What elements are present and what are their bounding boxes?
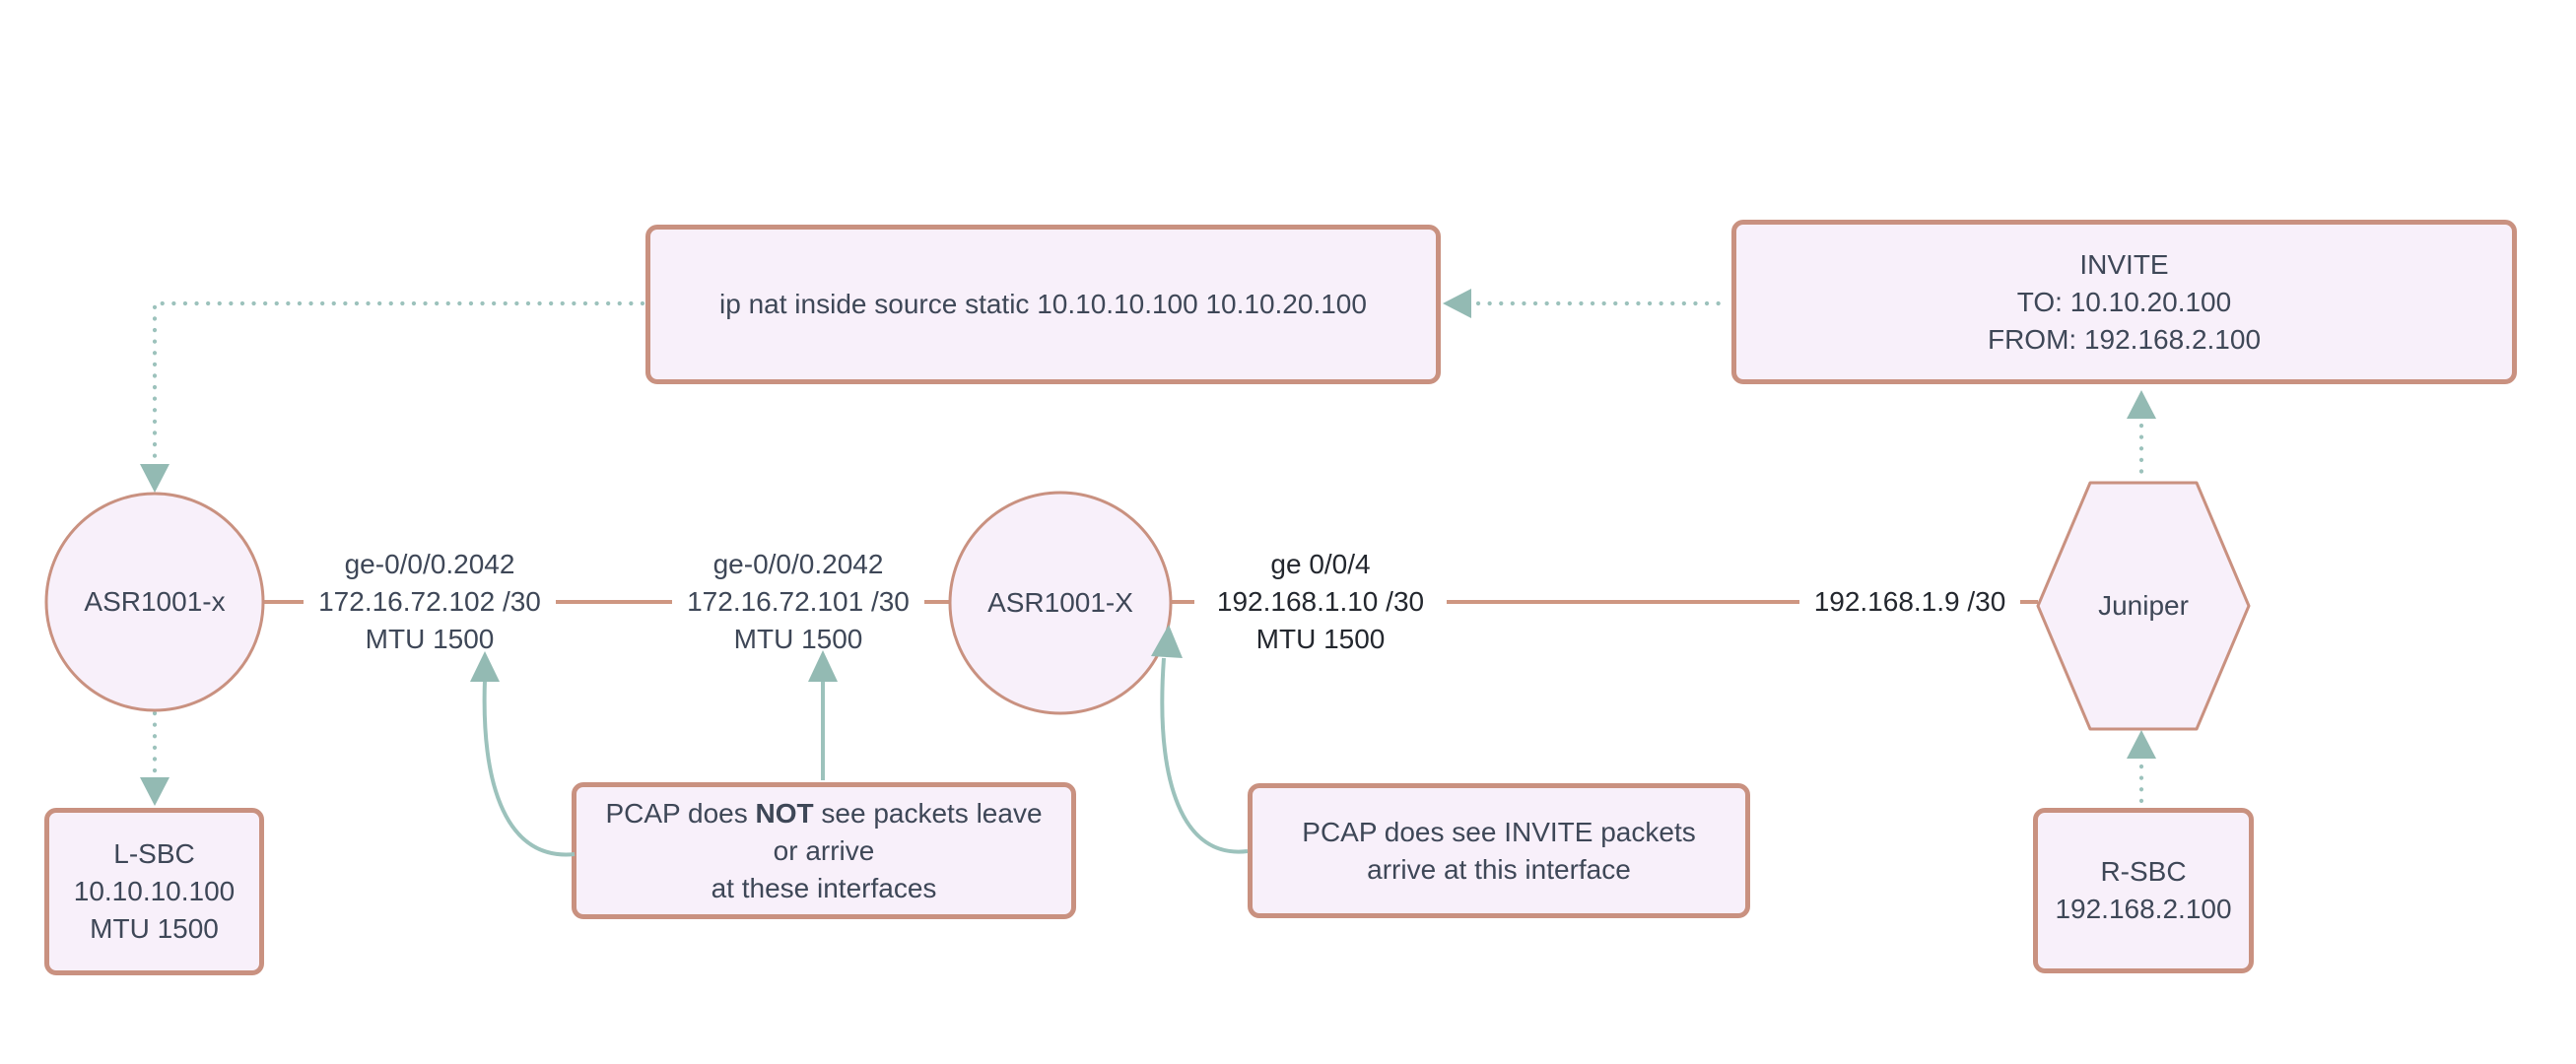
r-sbc-ip: 192.168.2.100	[2055, 894, 2232, 924]
asr1001x-left-node-label: ASR1001-x	[84, 586, 226, 617]
pcap-not-line1-post: see packets leave	[813, 797, 1043, 829]
if1-port: ge-0/0/0.2042	[344, 549, 515, 579]
interface-label-if4: 192.168.1.9 /30	[1799, 583, 2020, 621]
pcap-not-line3: at these interfaces	[711, 872, 937, 903]
invite-note-box: INVITE TO: 10.10.20.100 FROM: 192.168.2.…	[1731, 220, 2517, 384]
if3-ip: 192.168.1.10 /30	[1216, 586, 1425, 617]
if2-port: ge-0/0/0.2042	[712, 549, 884, 579]
r-sbc-node: R-SBC 192.168.2.100	[2033, 808, 2254, 973]
if4-ip: 192.168.1.9 /30	[1813, 586, 2006, 617]
invite-note-line3: FROM: 192.168.2.100	[1987, 323, 2262, 355]
juniper-node-shape	[2036, 481, 2251, 731]
arrow-left-into-nat-box-icon	[1443, 289, 1471, 318]
nat-note-text: ip nat inside source static 10.10.10.100…	[719, 289, 1367, 319]
asr1001x-left-node-shape	[44, 492, 265, 712]
pcap-see-annotation: PCAP does see INVITE packets arrive at t…	[1248, 783, 1750, 918]
interface-label-if1: ge-0/0/0.2042 172.16.72.102 /30 MTU 1500	[304, 546, 556, 658]
l-sbc-ip: 10.10.10.100	[73, 876, 236, 906]
r-sbc-name: R-SBC	[2100, 856, 2187, 887]
juniper-node-label: Juniper	[2098, 590, 2189, 621]
pcap-not-annotation: PCAP does NOT see packets leave or arriv…	[572, 782, 1076, 919]
nat-to-asr-left-dotted-connector	[152, 300, 645, 464]
interface-label-if3: ge 0/0/4 192.168.1.10 /30 MTU 1500	[1194, 546, 1447, 658]
arrow-down-into-asr-left-icon	[140, 464, 169, 493]
invite-note-line1: INVITE	[2079, 248, 2169, 280]
if2-ip: 172.16.72.101 /30	[687, 586, 910, 617]
l-sbc-node: L-SBC 10.10.10.100 MTU 1500	[44, 808, 264, 975]
pcap-not-line1: PCAP does NOT see packets leave	[605, 795, 1042, 832]
pcap-not-line1-bold: NOT	[755, 797, 814, 829]
l-sbc-name: L-SBC	[113, 838, 195, 869]
asr1001x-mid-node-shape	[948, 491, 1173, 715]
pcap-see-line1: PCAP does see INVITE packets	[1302, 816, 1696, 847]
pcap-see-line2: arrive at this interface	[1367, 853, 1631, 885]
arrow-down-into-lsbc-icon	[140, 777, 169, 806]
arrow-up-into-juniper-icon	[2127, 730, 2156, 759]
if3-port: ge 0/0/4	[1270, 549, 1371, 579]
pcap-not-line1-pre: PCAP does	[605, 797, 756, 829]
asr1001x-mid-node-label: ASR1001-X	[987, 587, 1133, 618]
interface-label-if2: ge-0/0/0.2042 172.16.72.101 /30 MTU 1500	[672, 546, 924, 658]
arrow-up-into-invite-box-icon	[2127, 390, 2156, 419]
if1-mtu: MTU 1500	[365, 624, 495, 654]
if1-ip: 172.16.72.102 /30	[318, 586, 541, 617]
if2-mtu: MTU 1500	[733, 624, 863, 654]
if3-mtu: MTU 1500	[1255, 624, 1386, 654]
pcap-not-line2: or arrive	[773, 834, 875, 866]
l-sbc-mtu: MTU 1500	[90, 913, 219, 944]
nat-note-box: ip nat inside source static 10.10.10.100…	[645, 225, 1441, 384]
invite-note-line2: TO: 10.10.20.100	[2016, 286, 2232, 317]
